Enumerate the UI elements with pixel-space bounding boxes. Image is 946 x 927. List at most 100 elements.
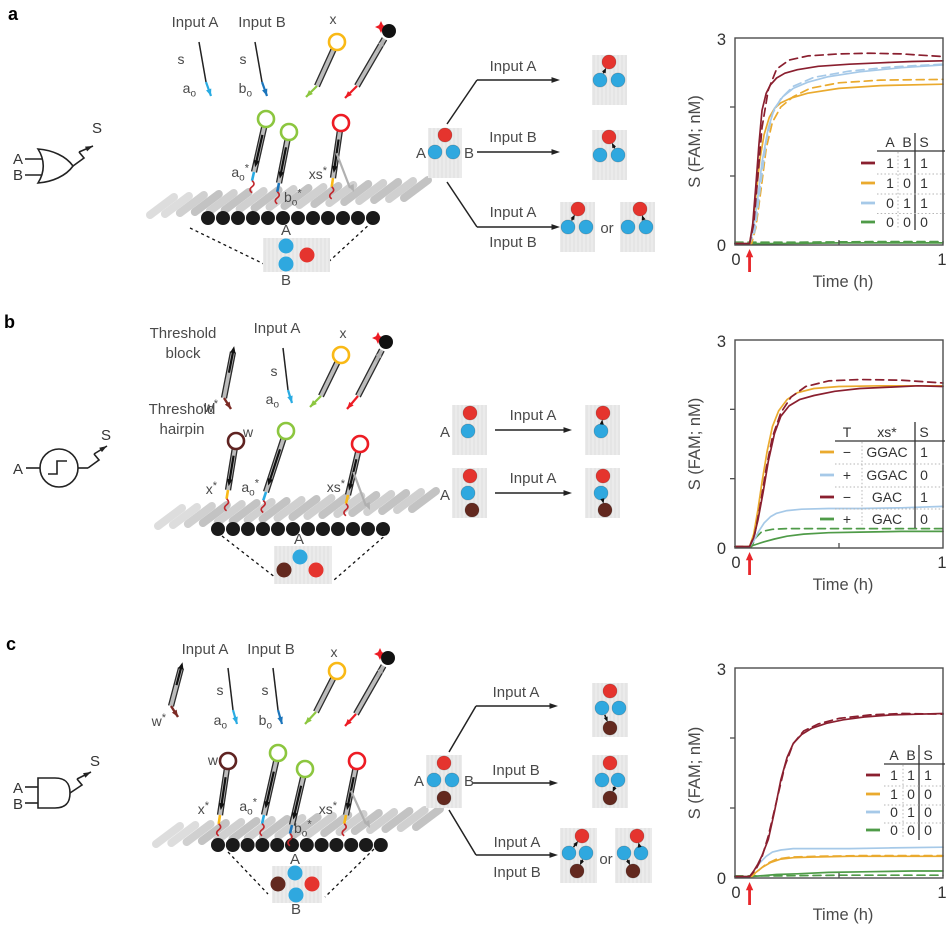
origami-platform — [154, 487, 440, 530]
platform-rod — [243, 498, 276, 524]
series-solid-maroon — [734, 384, 944, 548]
cargo-circle — [601, 129, 617, 145]
state-b-label: B — [464, 145, 474, 162]
line — [254, 41, 263, 83]
anchor-squiggle — [328, 186, 335, 200]
threshold-block-title-2: block — [165, 345, 201, 362]
anchor-xs-star-label: xs* — [319, 800, 338, 817]
threshold-block-strand — [220, 346, 237, 410]
strand-ao-label: ao — [214, 712, 228, 732]
arrowhead — [375, 349, 382, 358]
transition-input-a-label: Input A — [490, 204, 537, 221]
threshold-gate-icon — [26, 445, 108, 488]
legend-cell: 1 — [886, 175, 894, 191]
series-solid-yellow — [734, 855, 944, 878]
arrowhead — [306, 90, 313, 97]
arrowhead — [745, 552, 754, 561]
platform-rod — [396, 806, 429, 832]
state-diagram-b — [452, 405, 620, 518]
legend-cell: GGAC — [866, 444, 907, 460]
platform-dot — [285, 838, 299, 852]
cargo-circle — [560, 219, 576, 235]
line — [317, 678, 337, 714]
line — [353, 664, 382, 714]
legend-cell: GAC — [872, 489, 902, 505]
arrowhead — [305, 716, 312, 724]
transition-input-b-label: Input B — [493, 864, 541, 881]
transition-input-b-label: Input B — [489, 129, 537, 146]
line — [225, 489, 230, 500]
state-b-label: B — [464, 773, 474, 790]
line — [359, 350, 385, 398]
arrowhead — [551, 77, 560, 83]
platform-dot — [336, 211, 350, 225]
platform-dot — [201, 211, 215, 225]
line — [272, 667, 279, 711]
strand-bo-label: bo — [239, 80, 253, 100]
y-axis-title: S (FAM; nM) — [686, 727, 704, 820]
hairpin-loop — [226, 431, 246, 451]
hairpin-w-threshold — [215, 751, 238, 837]
line — [352, 471, 368, 507]
legend-cell: 0 — [890, 822, 898, 838]
platform-rod — [335, 810, 368, 836]
cargo-circle — [594, 772, 610, 788]
step-function-icon — [48, 460, 67, 475]
cargo-circle — [578, 845, 594, 861]
hairpin-loop — [331, 345, 351, 365]
line — [260, 760, 275, 815]
legend-cell: 1 — [907, 767, 915, 783]
x-max-label: 1 — [937, 884, 946, 902]
line — [314, 47, 333, 86]
cargo-circle — [592, 147, 608, 163]
threshold-hairpin-title-2: hairpin — [159, 421, 204, 438]
zoom-dashed-line — [227, 851, 269, 895]
state-box — [452, 405, 487, 455]
arrowhead — [83, 772, 91, 778]
assembly-diagram-a — [146, 21, 432, 272]
legend-cell: 1 — [907, 804, 915, 820]
arrowhead — [264, 801, 270, 809]
platform-dot — [314, 838, 329, 852]
platform-rod — [288, 495, 321, 521]
and-gate-input-a-label: A — [13, 780, 23, 797]
platform-dot — [286, 522, 300, 536]
hairpin-loop — [347, 751, 367, 771]
platform-rod — [198, 501, 231, 527]
x-axis-title: Time (h) — [813, 906, 874, 924]
free-hairpin — [305, 32, 347, 98]
track-zoom-box — [274, 546, 332, 584]
reporter-strand — [344, 21, 396, 99]
line — [175, 665, 183, 686]
arrowhead — [378, 38, 385, 47]
arrowhead — [563, 427, 572, 433]
platform-dot — [373, 838, 388, 852]
legend-cell: 1 — [903, 155, 911, 171]
hairpin-loop — [331, 113, 351, 133]
hairpin-loop — [276, 421, 296, 441]
cargo-circle — [464, 502, 480, 518]
platform-dot — [344, 838, 359, 852]
arrowhead — [625, 859, 631, 866]
cargo-circle — [445, 144, 461, 160]
cargo-circle — [638, 219, 654, 235]
cargo-goal — [304, 876, 320, 892]
arrowhead — [612, 786, 617, 793]
platform-dot — [211, 522, 225, 536]
input-strand — [227, 667, 239, 725]
y-axis-title: S (FAM; nM) — [686, 398, 704, 491]
state-box — [620, 201, 655, 252]
line — [268, 448, 282, 481]
cargo-circle — [436, 755, 452, 771]
cargo-circle — [578, 219, 594, 235]
platform-rod — [289, 813, 322, 839]
zoom-dashed-line — [333, 532, 389, 581]
anchor-xs-star-label: xs* — [327, 478, 346, 495]
series-solid-light_blue — [734, 64, 944, 245]
zoom-dashed-line — [324, 848, 375, 898]
arrowhead — [278, 171, 284, 179]
strand-w-star-label: w* — [151, 712, 167, 729]
